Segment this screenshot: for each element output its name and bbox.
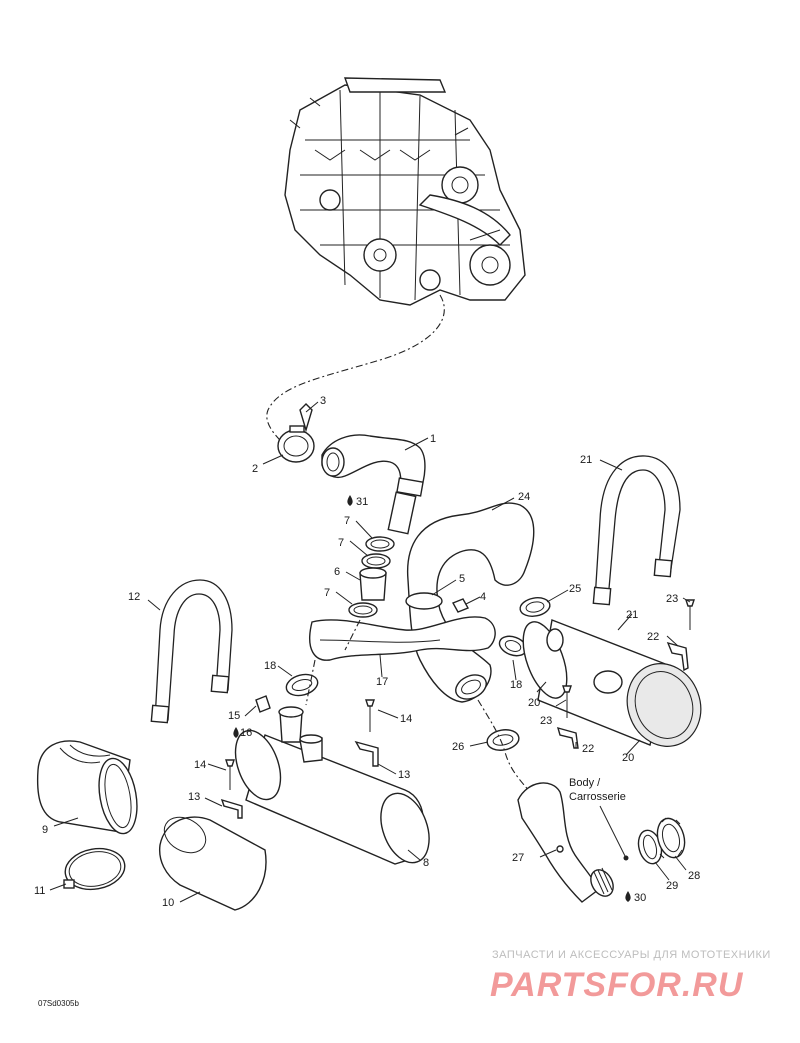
part-6-coupling — [359, 567, 387, 601]
part-23-bolt-upper — [685, 599, 695, 630]
engine-illustration — [284, 77, 526, 306]
part-22-bracket-upper — [666, 641, 689, 672]
part-25-clamp — [519, 597, 551, 617]
callout-20a: 20 — [528, 697, 540, 709]
callout-7b: 7 — [338, 537, 344, 549]
callout-30: 30 — [634, 892, 646, 904]
part-7-clamp-middle — [361, 553, 391, 569]
callout-16: 16 — [240, 727, 252, 739]
drawing-code: 07Sd0305b — [38, 999, 79, 1008]
drop-icon — [347, 495, 353, 506]
part-20-muffler-right — [522, 619, 702, 747]
callout-5: 5 — [459, 573, 465, 585]
leader-clamp-to-muffler — [344, 619, 361, 651]
callout-29: 29 — [666, 880, 678, 892]
callout-18a: 18 — [264, 660, 276, 672]
part-13-bracket-lower — [220, 798, 243, 819]
part-4-fitting — [452, 598, 469, 613]
watermark-brand: PARTSFOR.RU — [490, 966, 744, 1004]
leader-hose-to-outlet — [477, 699, 531, 793]
callout-7c: 7 — [324, 587, 330, 599]
part-13-bracket-upper — [354, 740, 379, 767]
callout-7a: 7 — [344, 515, 350, 527]
callout-9: 9 — [42, 824, 48, 836]
body-label-line2: Carrosserie — [569, 791, 626, 803]
callout-28: 28 — [688, 870, 700, 882]
callout-13a: 13 — [398, 769, 410, 781]
callout-17: 17 — [376, 676, 388, 688]
callout-2: 2 — [252, 463, 258, 475]
part-2-clamp — [277, 425, 315, 463]
callout-labels: 1 2 3 4 5 6 7 7 7 8 9 10 11 12 13 13 14 … — [34, 395, 700, 909]
part-15-sensor — [255, 695, 271, 713]
callout-12: 12 — [128, 591, 140, 603]
part-21-strap-right — [592, 455, 681, 606]
callout-20b: 20 — [622, 752, 634, 764]
callout-23a: 23 — [666, 593, 678, 605]
part-12-strap-left — [150, 579, 233, 724]
drop-icon — [233, 727, 239, 738]
part-10-sleeve — [158, 816, 267, 911]
part-5-clamp — [405, 592, 443, 610]
part-23-bolt-lower — [562, 685, 572, 718]
callout-11: 11 — [34, 885, 45, 897]
part-7-clamp-upper — [365, 536, 395, 552]
callout-21a: 21 — [580, 454, 592, 466]
callout-10: 10 — [162, 897, 174, 909]
callout-14b: 14 — [194, 759, 206, 771]
lubricant-drop-icons — [233, 495, 631, 902]
leader-engine-to-clamp — [266, 294, 445, 451]
callout-26: 26 — [452, 741, 464, 753]
callout-23b: 23 — [540, 715, 552, 727]
callout-22b: 22 — [582, 743, 594, 755]
watermark-tagline: ЗАПЧАСТИ И АКСЕССУАРЫ ДЛЯ МОТОТЕХНИКИ — [492, 949, 771, 961]
callout-4: 4 — [480, 591, 486, 603]
part-14-bolt-upper — [365, 699, 375, 732]
callout-24: 24 — [518, 491, 530, 503]
part-26-clamp — [486, 729, 520, 751]
part-11-clamp-ring — [63, 847, 126, 891]
callout-14a: 14 — [400, 713, 412, 725]
drop-icon — [625, 891, 631, 902]
callout-27: 27 — [512, 852, 524, 864]
callout-6: 6 — [334, 566, 340, 578]
callout-22a: 22 — [647, 631, 659, 643]
part-22-bracket-lower — [556, 726, 579, 749]
part-9-heat-shield — [36, 740, 138, 835]
part-3-bolt — [299, 403, 313, 433]
body-label-line1: Body / — [569, 777, 601, 789]
part-18-clamp-left — [285, 673, 319, 697]
callout-18b: 18 — [510, 679, 522, 691]
part-8-muffler — [234, 706, 430, 865]
callout-15: 15 — [228, 710, 240, 722]
leader-lines — [49, 401, 691, 903]
callout-8: 8 — [423, 857, 429, 869]
leader-body — [599, 805, 627, 859]
part-1-elbow-pipe — [321, 434, 426, 535]
callout-13b: 13 — [188, 791, 200, 803]
callout-31: 31 — [356, 496, 368, 508]
callout-3: 3 — [320, 395, 326, 407]
part-7-clamp-lower — [348, 602, 378, 618]
part-14-bolt-lower — [225, 759, 235, 790]
callout-1: 1 — [430, 433, 436, 445]
callout-25: 25 — [569, 583, 581, 595]
part-24-hose — [406, 502, 535, 703]
part-17-pipe — [309, 616, 496, 661]
part-18-clamp-right — [498, 635, 528, 657]
callout-21b: 21 — [626, 609, 638, 621]
